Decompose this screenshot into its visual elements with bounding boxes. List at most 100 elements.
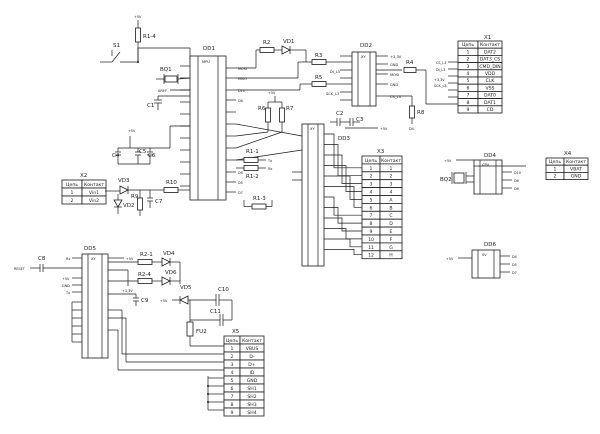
diode-vd6: VD6: [161, 270, 177, 286]
bus-line: [324, 249, 362, 256]
vd5-supply: +5V: [160, 299, 168, 303]
dd4-d10: D10: [514, 171, 521, 175]
bus-line: [324, 175, 362, 200]
x5-cell-pin: Контакт: [242, 338, 262, 344]
capacitor-c10: C10: [215, 287, 233, 320]
dd6-d5: D5: [512, 263, 517, 267]
c1-ref: C1: [147, 103, 154, 109]
x3-cell-net: 6: [370, 205, 373, 211]
x5-title: X5: [232, 329, 240, 335]
bus-line: [324, 133, 362, 169]
capacitor-c1: C1: [147, 95, 190, 110]
r2-1-ref: R2-1: [140, 252, 153, 258]
x5-cell-net: 9: [231, 410, 234, 416]
dd5-supply: +5V: [62, 277, 70, 281]
bus-line: [324, 154, 362, 184]
r1-4-ref: R1-4: [143, 34, 156, 40]
r1-2-mid-ref: R1-2: [246, 174, 259, 180]
vd1-ref: VD1: [283, 39, 295, 45]
dd2-ref: DD2: [360, 43, 372, 49]
dd5-x5-wiring: [108, 309, 224, 411]
x3-cell-pin: G: [389, 245, 393, 251]
dd6-tag: SV: [482, 253, 487, 257]
dd1-mosi: MOSI: [238, 67, 247, 71]
c9-supply: +3,3V: [122, 289, 133, 293]
resistor-r2-1: R2-1: [108, 252, 162, 265]
c3-ref: C3: [356, 117, 364, 123]
x3-cell-net: 2: [370, 174, 373, 180]
bus-line: [324, 207, 362, 224]
c6-ref: C6: [148, 153, 156, 159]
x4-cell-net: Цепь: [549, 159, 561, 165]
r8-net: D4: [409, 127, 414, 131]
x3-cell-pin: B: [389, 205, 392, 211]
chip-dd1: DD1 MPU: [189, 46, 227, 201]
x3-title: X3: [377, 149, 385, 155]
resistor-r7: R7: [279, 102, 294, 132]
x5-cell-pin: D-: [249, 354, 255, 360]
dd1-ref: DD1: [203, 46, 215, 52]
bus-line: [324, 196, 362, 216]
chip-dd4: DD4 CPU: [473, 153, 503, 195]
dd2-di-label: DI_L3: [330, 70, 340, 74]
r1-1-net: Tx: [267, 159, 272, 163]
aref-label: AREF: [158, 89, 167, 93]
x2-cell-net: 1: [71, 190, 74, 196]
resistor-r10: R10: [150, 180, 190, 193]
x5-cell-net: 7: [231, 394, 234, 400]
dd2-mosi: MOSI: [390, 73, 399, 77]
x3-cell-net: 10: [368, 237, 374, 243]
dd1-tag: MPU: [202, 60, 210, 64]
x5-cell-pin: SH2: [247, 394, 256, 400]
x3-cell-net: 9: [370, 229, 373, 235]
capacitor-c3: C3: [349, 117, 364, 126]
x3-cell-pin: H: [389, 253, 392, 259]
dd4-tag: CPU: [482, 163, 490, 167]
diode-vd1: VD1: [281, 39, 295, 55]
capacitor-bank: +5V C4 C5 C6: [112, 125, 190, 165]
x1-cell-pin: DAT1: [484, 100, 496, 106]
dd5-ref: DD5: [84, 246, 96, 252]
x1-cell-pin: CLK: [486, 78, 496, 84]
r9-ref: R9: [131, 194, 139, 200]
dd5-right-supply: +5V: [126, 257, 134, 261]
dd1-d7: D7: [238, 191, 243, 195]
bus-line: [324, 186, 362, 208]
diode-vd4: VD4: [161, 251, 175, 267]
vd6-ref: VD6: [165, 270, 177, 276]
chip-dd5: DD5 XY: [81, 246, 109, 359]
bq2-ref: BQ2: [440, 177, 452, 183]
dd2-cs-label: CS_L3: [390, 95, 401, 99]
dd1-pins-right: [226, 67, 236, 193]
r1-4-supply: +5V: [134, 15, 142, 19]
x5-cell-pin: ID: [250, 370, 255, 376]
fu2-ref: FU2: [196, 329, 207, 335]
x3-cell-net: Цепь: [365, 158, 377, 164]
x3-cell-net: 4: [370, 190, 373, 196]
x5-cell-net: 6: [231, 386, 234, 392]
resistor-r1-1: R1-1 Tx: [236, 149, 272, 163]
resistor-r9: R9: [131, 190, 143, 216]
resistor-r5: R5: [311, 75, 327, 87]
r10-ref: R10: [166, 180, 177, 186]
c2-ref: C2: [336, 111, 343, 117]
x3-cell-net: 5: [370, 197, 373, 203]
x5-cell-pin: GND: [247, 378, 258, 384]
